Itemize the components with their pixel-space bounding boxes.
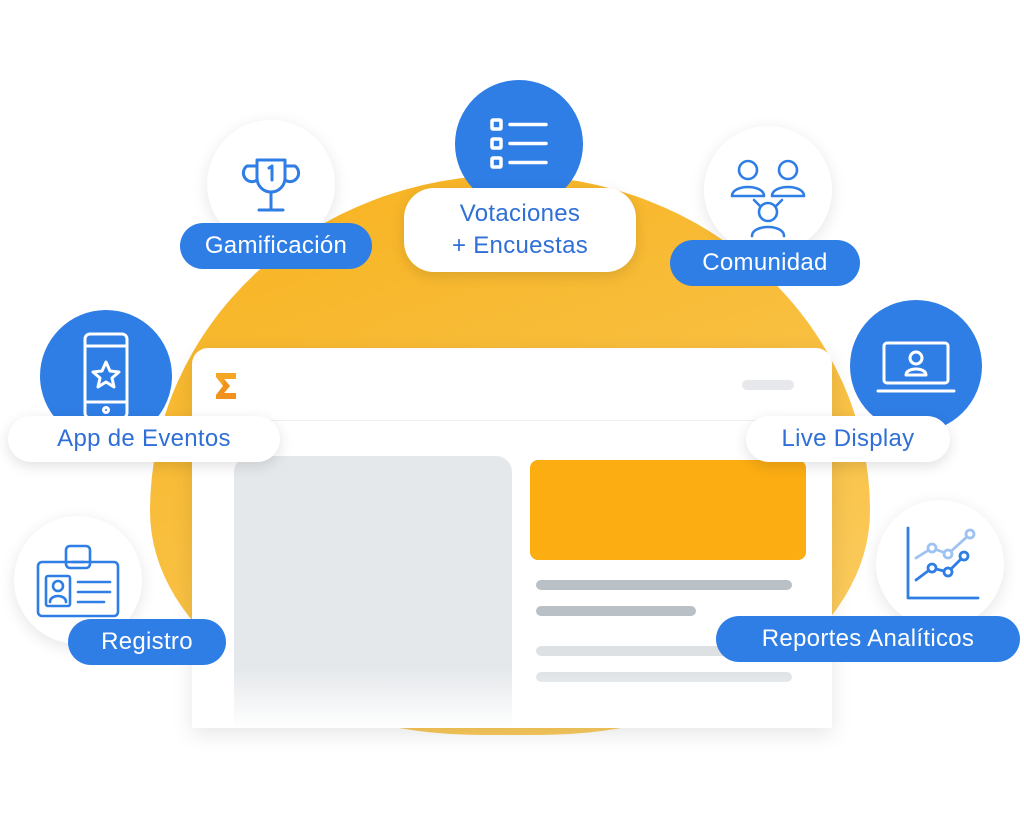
checklist-icon xyxy=(455,80,583,208)
bottom-fade xyxy=(192,668,832,728)
votaciones-line2: + Encuestas xyxy=(451,232,589,259)
reportes-label: Reportes Analíticos xyxy=(716,616,1020,662)
app-eventos-label: App de Eventos xyxy=(8,416,280,462)
gamificacion-label: Gamificación xyxy=(180,223,372,269)
monitor-user-icon xyxy=(850,300,982,432)
line-chart-icon xyxy=(876,500,1004,628)
votaciones-label: Votaciones + Encuestas xyxy=(404,188,636,272)
text-line-placeholder xyxy=(536,580,792,590)
registro-label: Registro xyxy=(68,619,226,665)
text-line-placeholder xyxy=(536,606,696,616)
hero-banner-placeholder xyxy=(530,460,806,560)
votaciones-line1: Votaciones xyxy=(459,200,581,227)
browser-header xyxy=(192,348,832,421)
community-icon xyxy=(704,126,832,254)
live-display-label: Live Display xyxy=(746,416,950,462)
browser-mockup xyxy=(192,348,832,728)
browser-menu-placeholder xyxy=(742,380,794,390)
text-line-placeholder xyxy=(536,646,792,656)
eventbrite-logo-icon xyxy=(212,370,240,402)
comunidad-label: Comunidad xyxy=(670,240,860,286)
